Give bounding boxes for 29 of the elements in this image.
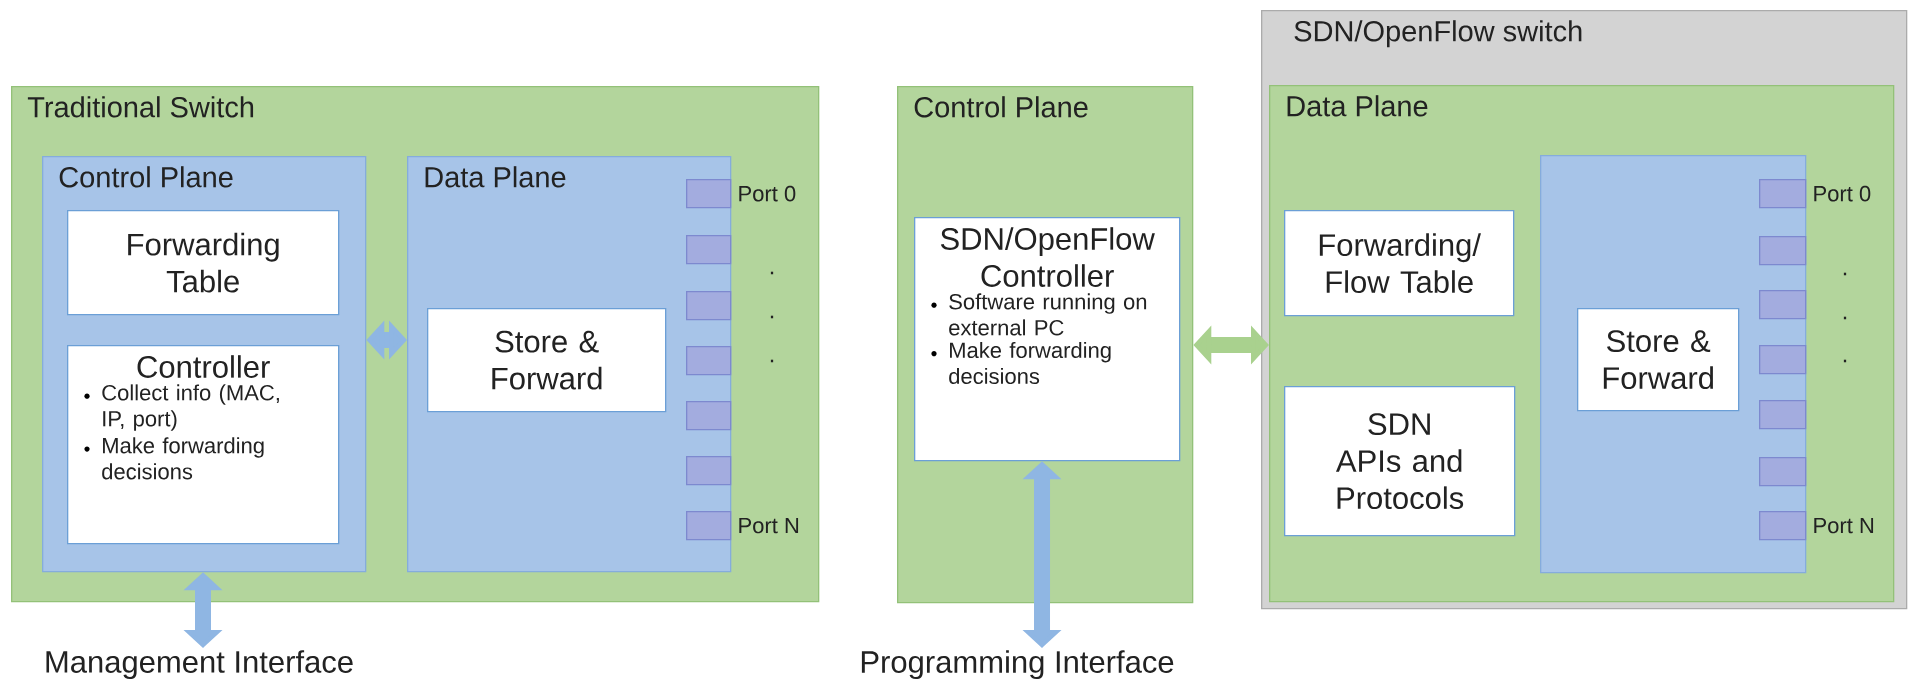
port-label: Port 0 bbox=[739, 185, 796, 202]
table-box: Forwarding Table bbox=[67, 210, 340, 316]
store-forward-box: Store & Forward bbox=[1577, 308, 1740, 412]
port-box bbox=[1759, 457, 1807, 487]
store-forward-box: Store & Forward bbox=[427, 308, 667, 413]
port-box bbox=[686, 291, 732, 321]
interface-label: Programming Interface bbox=[861, 650, 1174, 680]
port-label: Port N bbox=[1814, 517, 1874, 534]
ellipsis-dot: . bbox=[1843, 359, 1847, 363]
ellipsis-dot: . bbox=[770, 359, 774, 363]
port-box bbox=[1759, 345, 1807, 375]
port-box bbox=[1759, 400, 1807, 430]
interface-label: Management Interface bbox=[46, 650, 353, 680]
port-box bbox=[1759, 236, 1807, 266]
api-box: SDN APIs and Protocols bbox=[1284, 386, 1516, 537]
port-box bbox=[1759, 290, 1807, 320]
ellipsis-dot: . bbox=[770, 271, 774, 275]
table-box: Forwarding/ Flow Table bbox=[1284, 210, 1515, 317]
controller-box: SDN/OpenFlow Controller Software running on external PC Make forwarding decisions bbox=[914, 217, 1181, 462]
port-box bbox=[686, 235, 732, 265]
port-label: Port N bbox=[739, 517, 799, 534]
port-box bbox=[686, 346, 732, 376]
ellipsis-dot: . bbox=[770, 315, 774, 319]
controller-box: Controller Collect info (MAC, IP, port) Make forwarding decisions bbox=[67, 345, 340, 545]
ellipsis-dot: . bbox=[1843, 272, 1847, 276]
port-label: Port 0 bbox=[1814, 185, 1871, 202]
port-box bbox=[686, 456, 732, 486]
ellipsis-dot: . bbox=[1843, 316, 1847, 320]
port-box bbox=[686, 401, 732, 431]
